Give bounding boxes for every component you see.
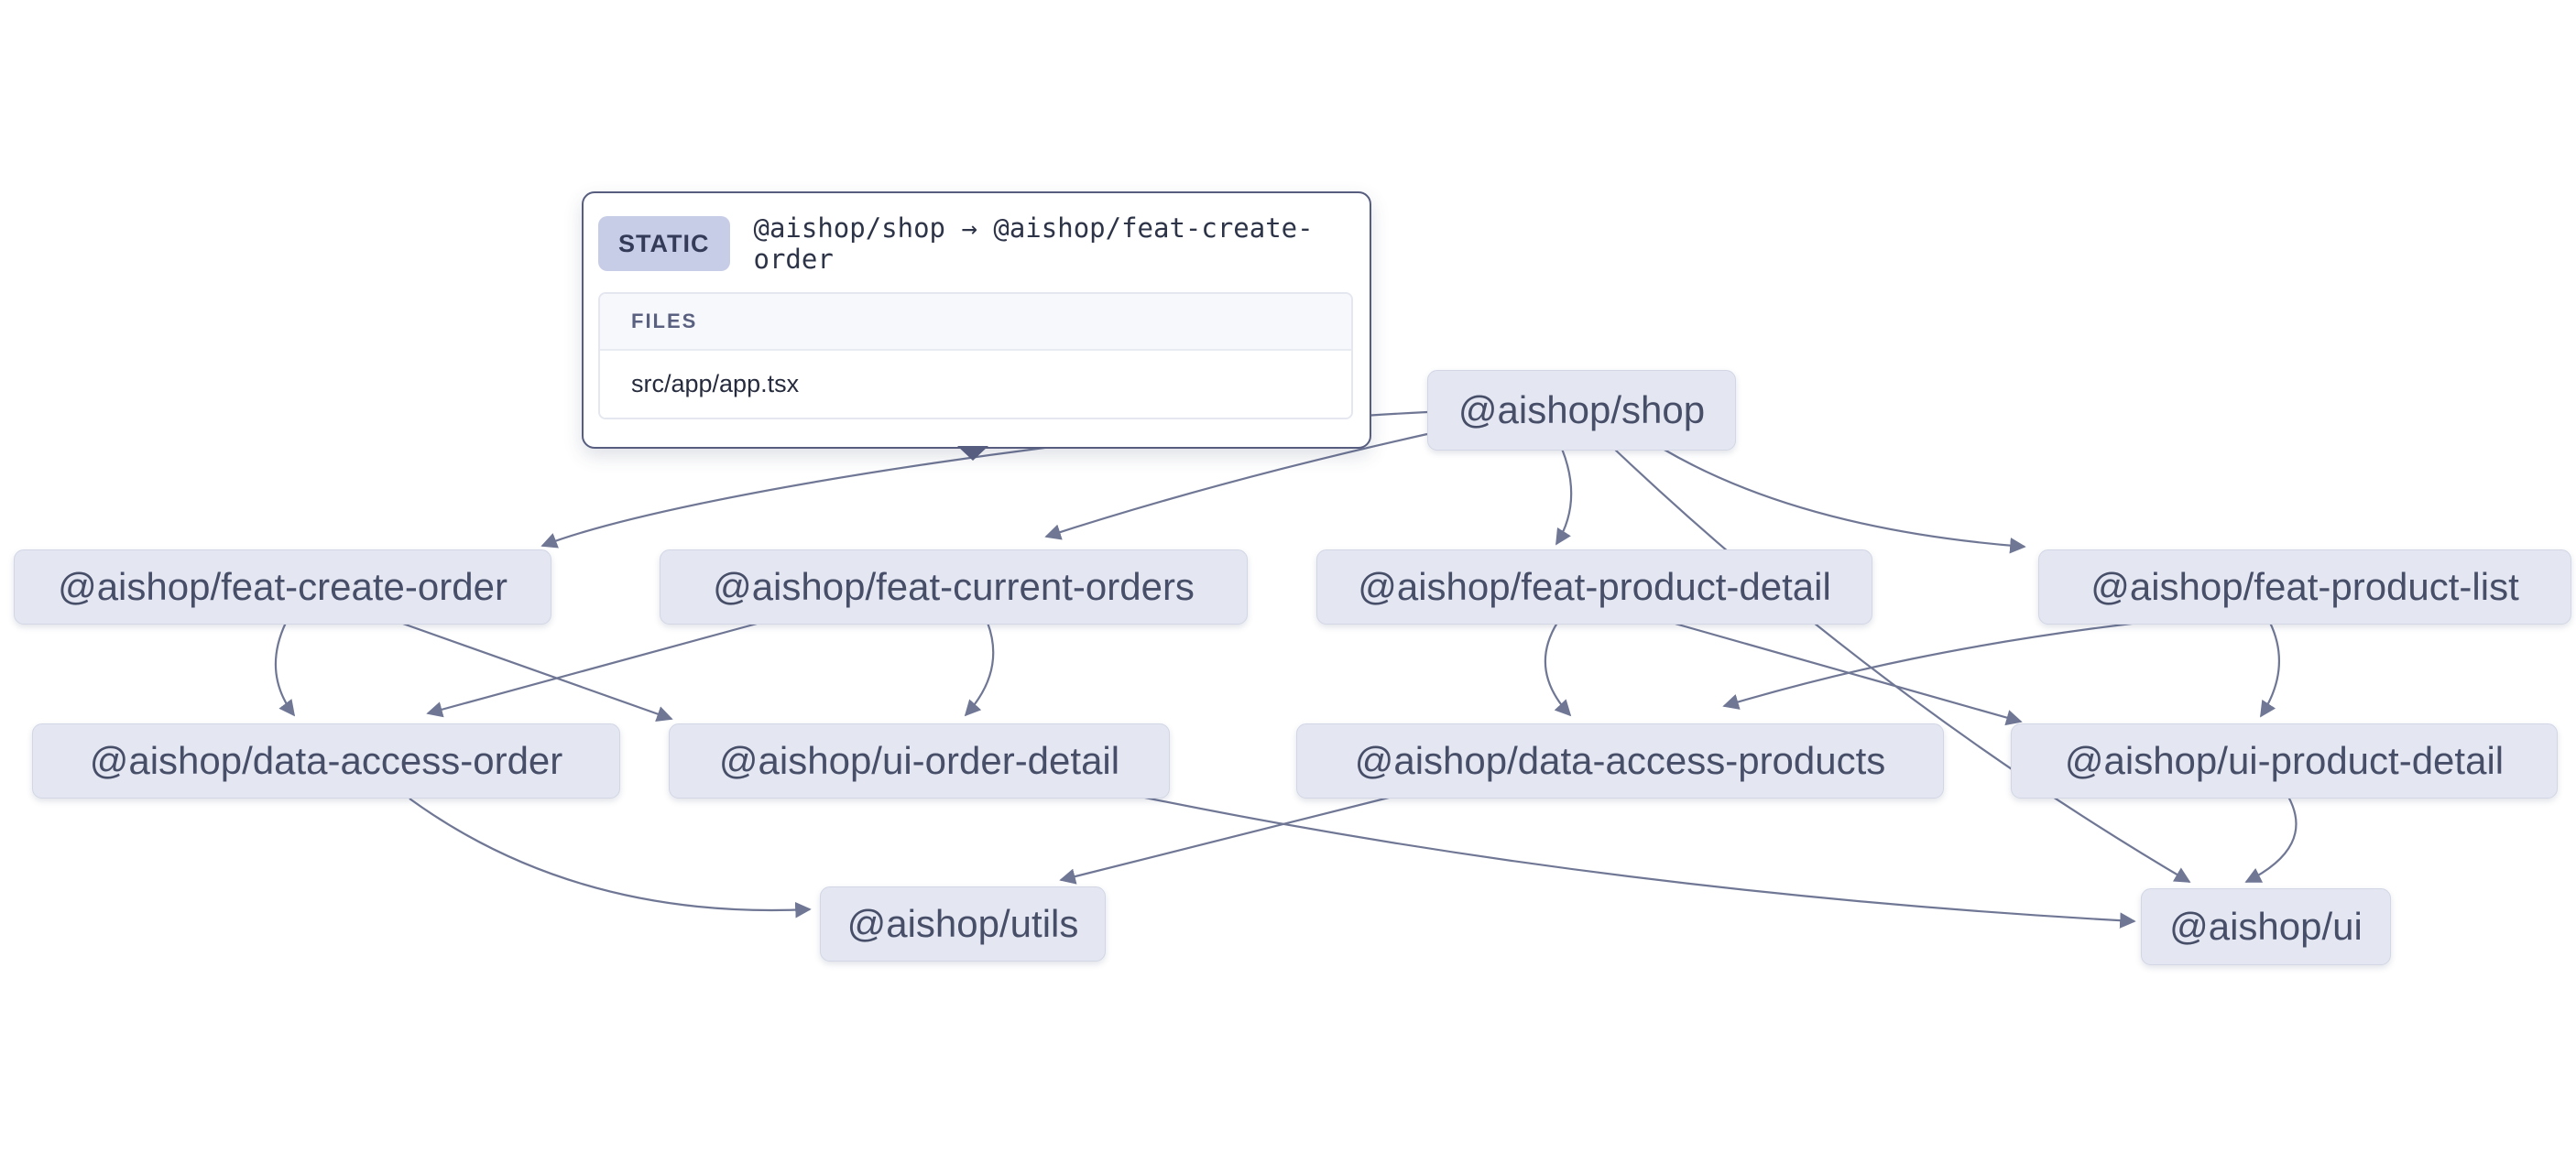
edge-ui-order-detail-ui[interactable] <box>1140 795 2136 929</box>
edge-feat-product-detail-data-access-products[interactable] <box>1544 622 1572 717</box>
graph-node-feat-current-orders[interactable]: @aishop/feat-current-orders <box>660 549 1248 625</box>
tooltip-file-item: src/app/app.tsx <box>600 351 1351 418</box>
edge-feat-create-order-ui-order-detail[interactable] <box>399 621 673 722</box>
graph-node-feat-create-order[interactable]: @aishop/feat-create-order <box>14 549 551 625</box>
edge-data-access-products-utils[interactable] <box>1059 795 1393 885</box>
graph-node-data-access-order[interactable]: @aishop/data-access-order <box>32 723 620 799</box>
edge-feat-product-list-ui-product-detail[interactable] <box>2260 622 2280 718</box>
edge-feat-product-list-data-access-products[interactable] <box>1722 621 2140 710</box>
graph-node-feat-product-list[interactable]: @aishop/feat-product-list <box>2038 549 2571 625</box>
graph-node-ui[interactable]: @aishop/ui <box>2141 888 2391 965</box>
edge-type-badge: STATIC <box>598 216 730 271</box>
graph-node-utils[interactable]: @aishop/utils <box>820 886 1106 962</box>
graph-node-shop[interactable]: @aishop/shop <box>1427 370 1736 451</box>
tooltip-caret-icon <box>957 446 988 461</box>
tooltip-files-header: FILES <box>600 294 1351 351</box>
graph-node-ui-order-detail[interactable]: @aishop/ui-order-detail <box>669 723 1170 799</box>
edge-feat-current-orders-ui-order-detail[interactable] <box>964 622 995 717</box>
edge-shop-feat-product-list[interactable] <box>1662 448 2026 554</box>
tooltip-files-box: FILES src/app/app.tsx <box>598 292 1353 419</box>
tooltip-header: STATIC @aishop/shop → @aishop/feat-creat… <box>598 212 1353 275</box>
graph-node-ui-product-detail[interactable]: @aishop/ui-product-detail <box>2011 723 2558 799</box>
graph-node-feat-product-detail[interactable]: @aishop/feat-product-detail <box>1316 549 1872 625</box>
edge-shop-feat-product-detail[interactable] <box>1555 448 1573 546</box>
tooltip-edge-title: @aishop/shop → @aishop/feat-create-order <box>753 212 1314 275</box>
edge-ui-product-detail-ui[interactable] <box>2244 796 2298 883</box>
edge-feat-product-detail-ui-product-detail[interactable] <box>1671 621 2023 726</box>
edge-tooltip: STATIC @aishop/shop → @aishop/feat-creat… <box>582 191 1371 461</box>
edge-feat-create-order-data-access-order[interactable] <box>274 622 296 717</box>
edge-data-access-order-utils[interactable] <box>409 798 812 918</box>
edge-shop-feat-current-orders[interactable] <box>1044 432 1428 540</box>
edge-shop-ui[interactable] <box>1613 448 2191 883</box>
graph-node-data-access-products[interactable]: @aishop/data-access-products <box>1296 723 1944 799</box>
edge-feat-current-orders-data-access-order[interactable] <box>426 621 761 718</box>
